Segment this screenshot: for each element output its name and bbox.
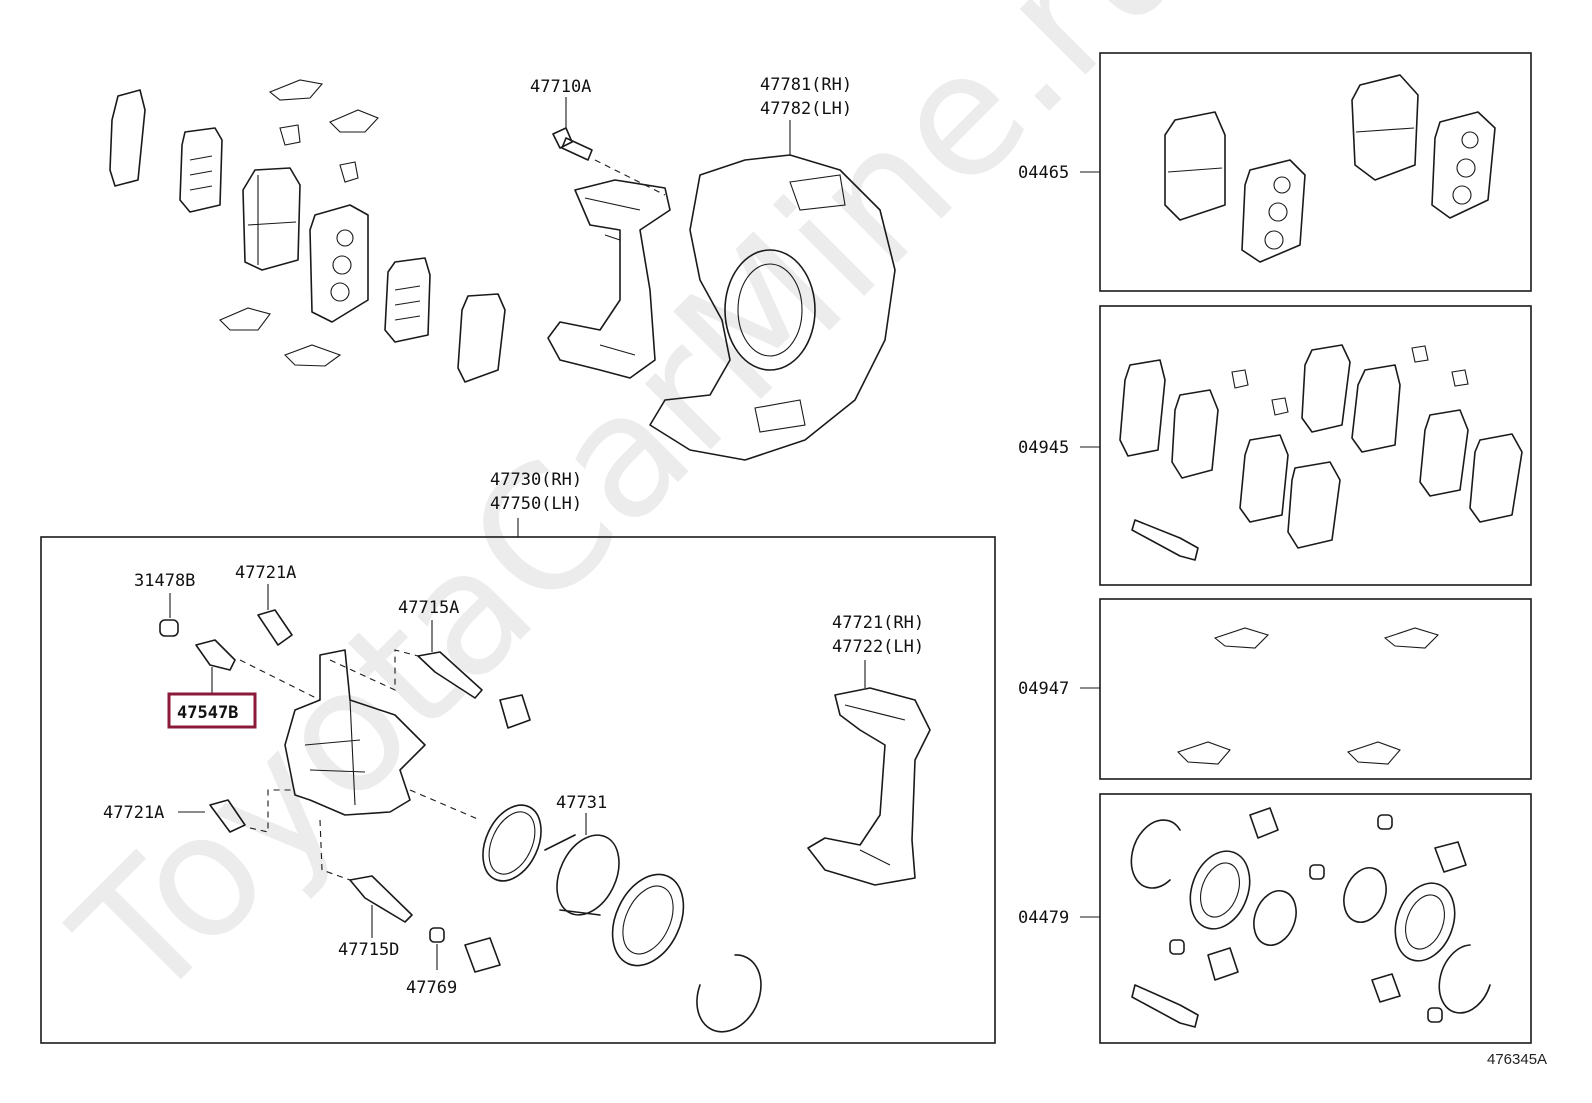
label-04945: 04945 <box>1018 438 1069 458</box>
slide-pin-47715A[interactable] <box>329 620 483 699</box>
caliper-bracket-47721-47722[interactable] <box>807 660 931 886</box>
label-04479: 04479 <box>1018 908 1069 928</box>
kit-04465-pads <box>1164 74 1496 263</box>
pad-exploded-group[interactable] <box>109 79 506 383</box>
caliper-cylinder-body[interactable] <box>239 649 481 821</box>
label-47722-lh: 47722(LH) <box>832 637 924 657</box>
label-47769: 47769 <box>406 978 457 998</box>
label-47721-rh: 47721(RH) <box>832 613 924 633</box>
label-47750-lh: 47750(LH) <box>490 494 582 514</box>
label-47547B[interactable]: 47547B <box>177 703 238 723</box>
pin-boot-lower[interactable] <box>464 937 501 973</box>
label-04465: 04465 <box>1018 163 1069 183</box>
label-47721A-left: 47721A <box>103 803 164 823</box>
bushing-47769[interactable] <box>429 927 445 970</box>
label-47781-rh: 47781(RH) <box>760 75 852 95</box>
kit-box-04947[interactable] <box>1099 598 1532 780</box>
bolt-47721A-left[interactable] <box>178 789 295 833</box>
label-47721A-top: 47721A <box>235 563 296 583</box>
pin-boot-upper[interactable] <box>499 694 531 729</box>
bolt-47721A-top[interactable] <box>257 584 293 646</box>
label-47710A: 47710A <box>530 77 591 97</box>
caliper-bracket-upper[interactable] <box>547 159 671 379</box>
highlight-box-47547B <box>167 692 257 729</box>
label-47715A: 47715A <box>398 598 459 618</box>
kit-04947-clips <box>1176 627 1440 765</box>
label-47782-lh: 47782(LH) <box>760 99 852 119</box>
label-47715D: 47715D <box>338 940 399 960</box>
kit-box-04945[interactable] <box>1099 305 1532 586</box>
watermark: ToyotaCarMine.ru <box>38 0 1229 1040</box>
kit-box-04479[interactable] <box>1099 793 1532 1044</box>
piston-seal[interactable] <box>472 796 553 890</box>
label-31478B: 31478B <box>134 571 195 591</box>
kit-04945-shims <box>1119 344 1523 561</box>
set-ring[interactable] <box>696 954 762 1033</box>
kit-04479-seals <box>1130 807 1491 1028</box>
mounting-bolt-47710A[interactable] <box>552 97 593 161</box>
bleeder-plug-31478B[interactable] <box>159 593 179 637</box>
bleeder-plug-47547B[interactable] <box>195 639 236 693</box>
cylinder-boot[interactable] <box>599 863 698 977</box>
label-04947: 04947 <box>1018 679 1069 699</box>
diagram-reference: 476345A <box>1487 1051 1547 1068</box>
label-47730-rh: 47730(RH) <box>490 470 582 490</box>
piston-47731[interactable] <box>544 813 631 925</box>
disc-dust-cover-47781-47782[interactable] <box>649 120 896 461</box>
slide-pin-47715D[interactable] <box>319 819 413 938</box>
label-47731: 47731 <box>556 793 607 813</box>
